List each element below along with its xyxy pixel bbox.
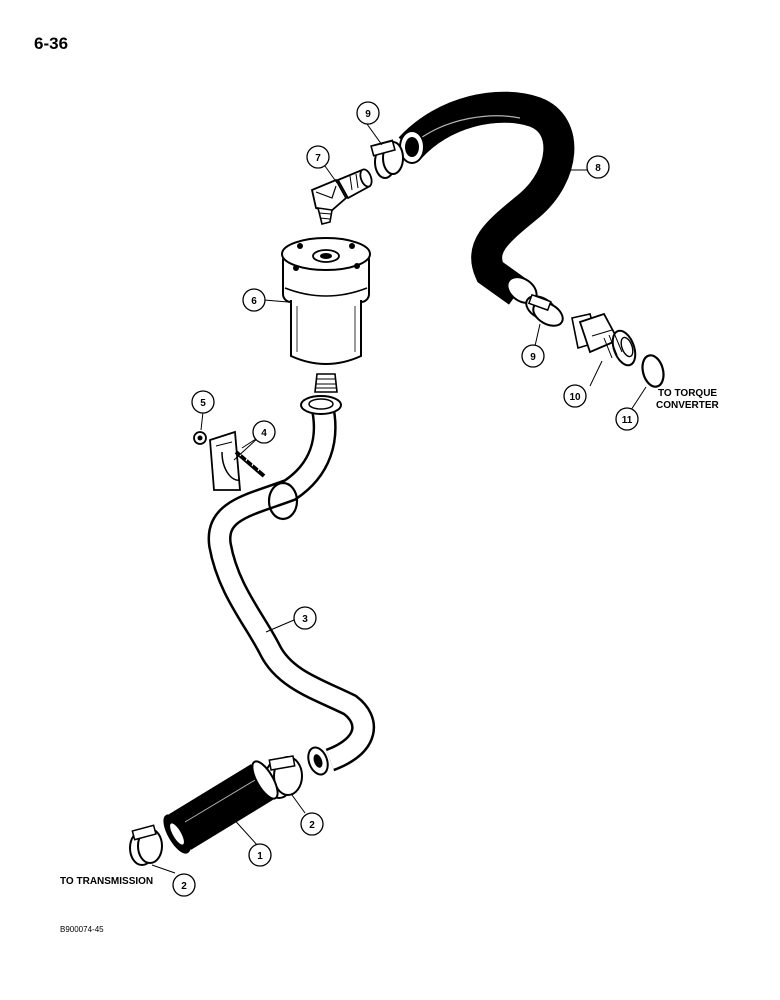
- callout-9-upper: 9: [356, 101, 380, 125]
- oil-filter: [281, 237, 371, 393]
- hose-clamp-upper: [370, 139, 404, 179]
- callout-5: 5: [191, 390, 215, 414]
- svg-text:8: 8: [595, 163, 601, 174]
- callout-1: 1: [248, 843, 272, 867]
- callout-2-bottom: 2: [172, 873, 196, 897]
- svg-text:7: 7: [315, 153, 321, 164]
- leader-lines: [151, 123, 647, 874]
- svg-text:1: 1: [257, 851, 263, 862]
- hose-clamp-bottom: [129, 824, 163, 866]
- elbow-fitting: [310, 168, 373, 225]
- torque-converter-note-line-2: CONVERTER: [656, 400, 719, 411]
- svg-text:6: 6: [251, 296, 257, 307]
- torque-converter-note-line-1: TO TORQUE: [658, 388, 718, 399]
- svg-text:10: 10: [569, 392, 581, 403]
- svg-text:9: 9: [365, 109, 371, 120]
- callout-6: 6: [242, 288, 266, 312]
- hose-clamp-middle: [264, 755, 303, 799]
- svg-text:2: 2: [309, 820, 315, 831]
- svg-text:2: 2: [181, 881, 187, 892]
- callout-2-middle: 2: [300, 812, 324, 836]
- svg-text:4: 4: [261, 428, 267, 439]
- o-ring: [641, 354, 665, 388]
- callouts: 1 2 2 3 4 5 6 7: [172, 101, 639, 897]
- callout-11: 11: [615, 407, 639, 431]
- drawing-id: B900074-45: [60, 925, 104, 934]
- hose-upper: [398, 91, 575, 305]
- hose-clamp-lower: [525, 293, 564, 327]
- svg-text:11: 11: [622, 415, 633, 426]
- svg-text:3: 3: [302, 614, 308, 625]
- hose-lower: [163, 760, 279, 854]
- callout-8: 8: [586, 155, 610, 179]
- torque-converter-note: TO TORQUE CONVERTER: [656, 388, 719, 412]
- straight-fitting: [571, 312, 637, 367]
- page-number: 6-36: [34, 34, 69, 53]
- transmission-note: TO TRANSMISSION: [60, 876, 154, 887]
- tube: [207, 395, 376, 776]
- callout-10: 10: [563, 384, 587, 408]
- nut: [193, 431, 207, 445]
- callout-7: 7: [306, 145, 330, 169]
- svg-text:9: 9: [530, 352, 536, 363]
- svg-text:5: 5: [200, 398, 206, 409]
- callout-3: 3: [293, 606, 317, 630]
- callout-9-lower: 9: [521, 344, 545, 368]
- callout-4: 4: [252, 420, 276, 444]
